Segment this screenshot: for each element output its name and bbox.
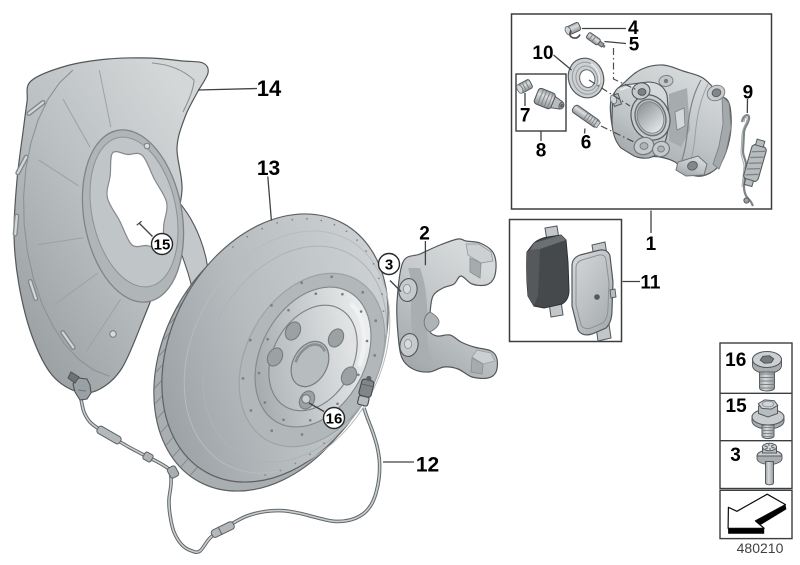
svg-text:480210: 480210 [737, 540, 784, 556]
svg-text:14: 14 [257, 76, 282, 101]
svg-text:15: 15 [726, 396, 748, 417]
svg-text:3: 3 [385, 256, 393, 273]
svg-text:3: 3 [730, 445, 741, 466]
svg-text:15: 15 [154, 236, 171, 253]
svg-text:7: 7 [520, 106, 531, 127]
svg-text:9: 9 [743, 82, 754, 103]
svg-text:11: 11 [640, 273, 661, 294]
svg-text:16: 16 [725, 350, 746, 371]
svg-text:13: 13 [257, 157, 280, 180]
svg-text:16: 16 [326, 410, 343, 427]
svg-text:1: 1 [646, 234, 657, 255]
svg-text:5: 5 [629, 34, 640, 55]
svg-text:10: 10 [532, 43, 553, 64]
svg-text:6: 6 [581, 133, 592, 154]
svg-text:2: 2 [419, 224, 430, 245]
svg-text:8: 8 [536, 141, 547, 162]
svg-text:12: 12 [416, 453, 439, 476]
